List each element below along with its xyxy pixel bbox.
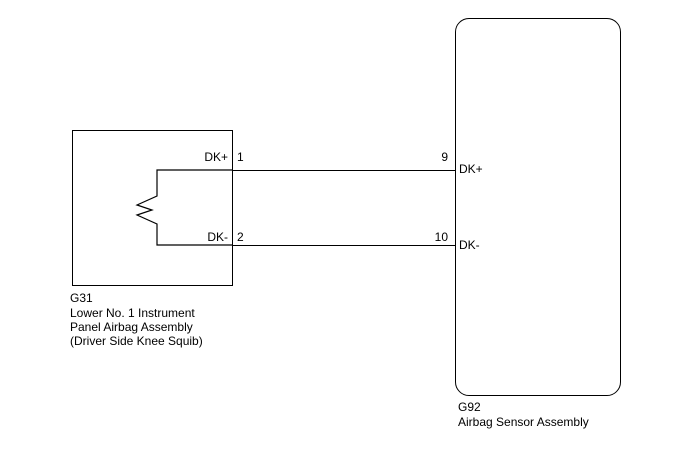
left-component-code: G31 (70, 291, 93, 305)
wire-label-dk-plus-right: DK+ (459, 162, 483, 176)
squib-symbol-icon (135, 169, 233, 246)
left-component-box (72, 130, 233, 286)
left-component-name-line-1: Lower No. 1 Instrument (70, 306, 195, 320)
wire-label-dk-plus-left: DK+ (204, 150, 228, 164)
pin-number-10: 10 (434, 230, 448, 244)
wire-label-dk-minus-right: DK- (459, 238, 480, 252)
wire-label-dk-minus-left: DK- (207, 230, 228, 244)
right-component-code: G92 (458, 400, 481, 414)
right-component-box (455, 18, 621, 396)
pin-number-1: 1 (237, 150, 244, 164)
pin-number-9: 9 (441, 150, 448, 164)
left-component-name-line-3: (Driver Side Knee Squib) (70, 334, 203, 348)
pin-number-2: 2 (237, 230, 244, 244)
left-component-name-line-2: Panel Airbag Assembly (70, 320, 193, 334)
right-component-name: Airbag Sensor Assembly (458, 415, 589, 429)
wire-dk-minus (232, 245, 456, 246)
wire-dk-plus (232, 170, 456, 171)
